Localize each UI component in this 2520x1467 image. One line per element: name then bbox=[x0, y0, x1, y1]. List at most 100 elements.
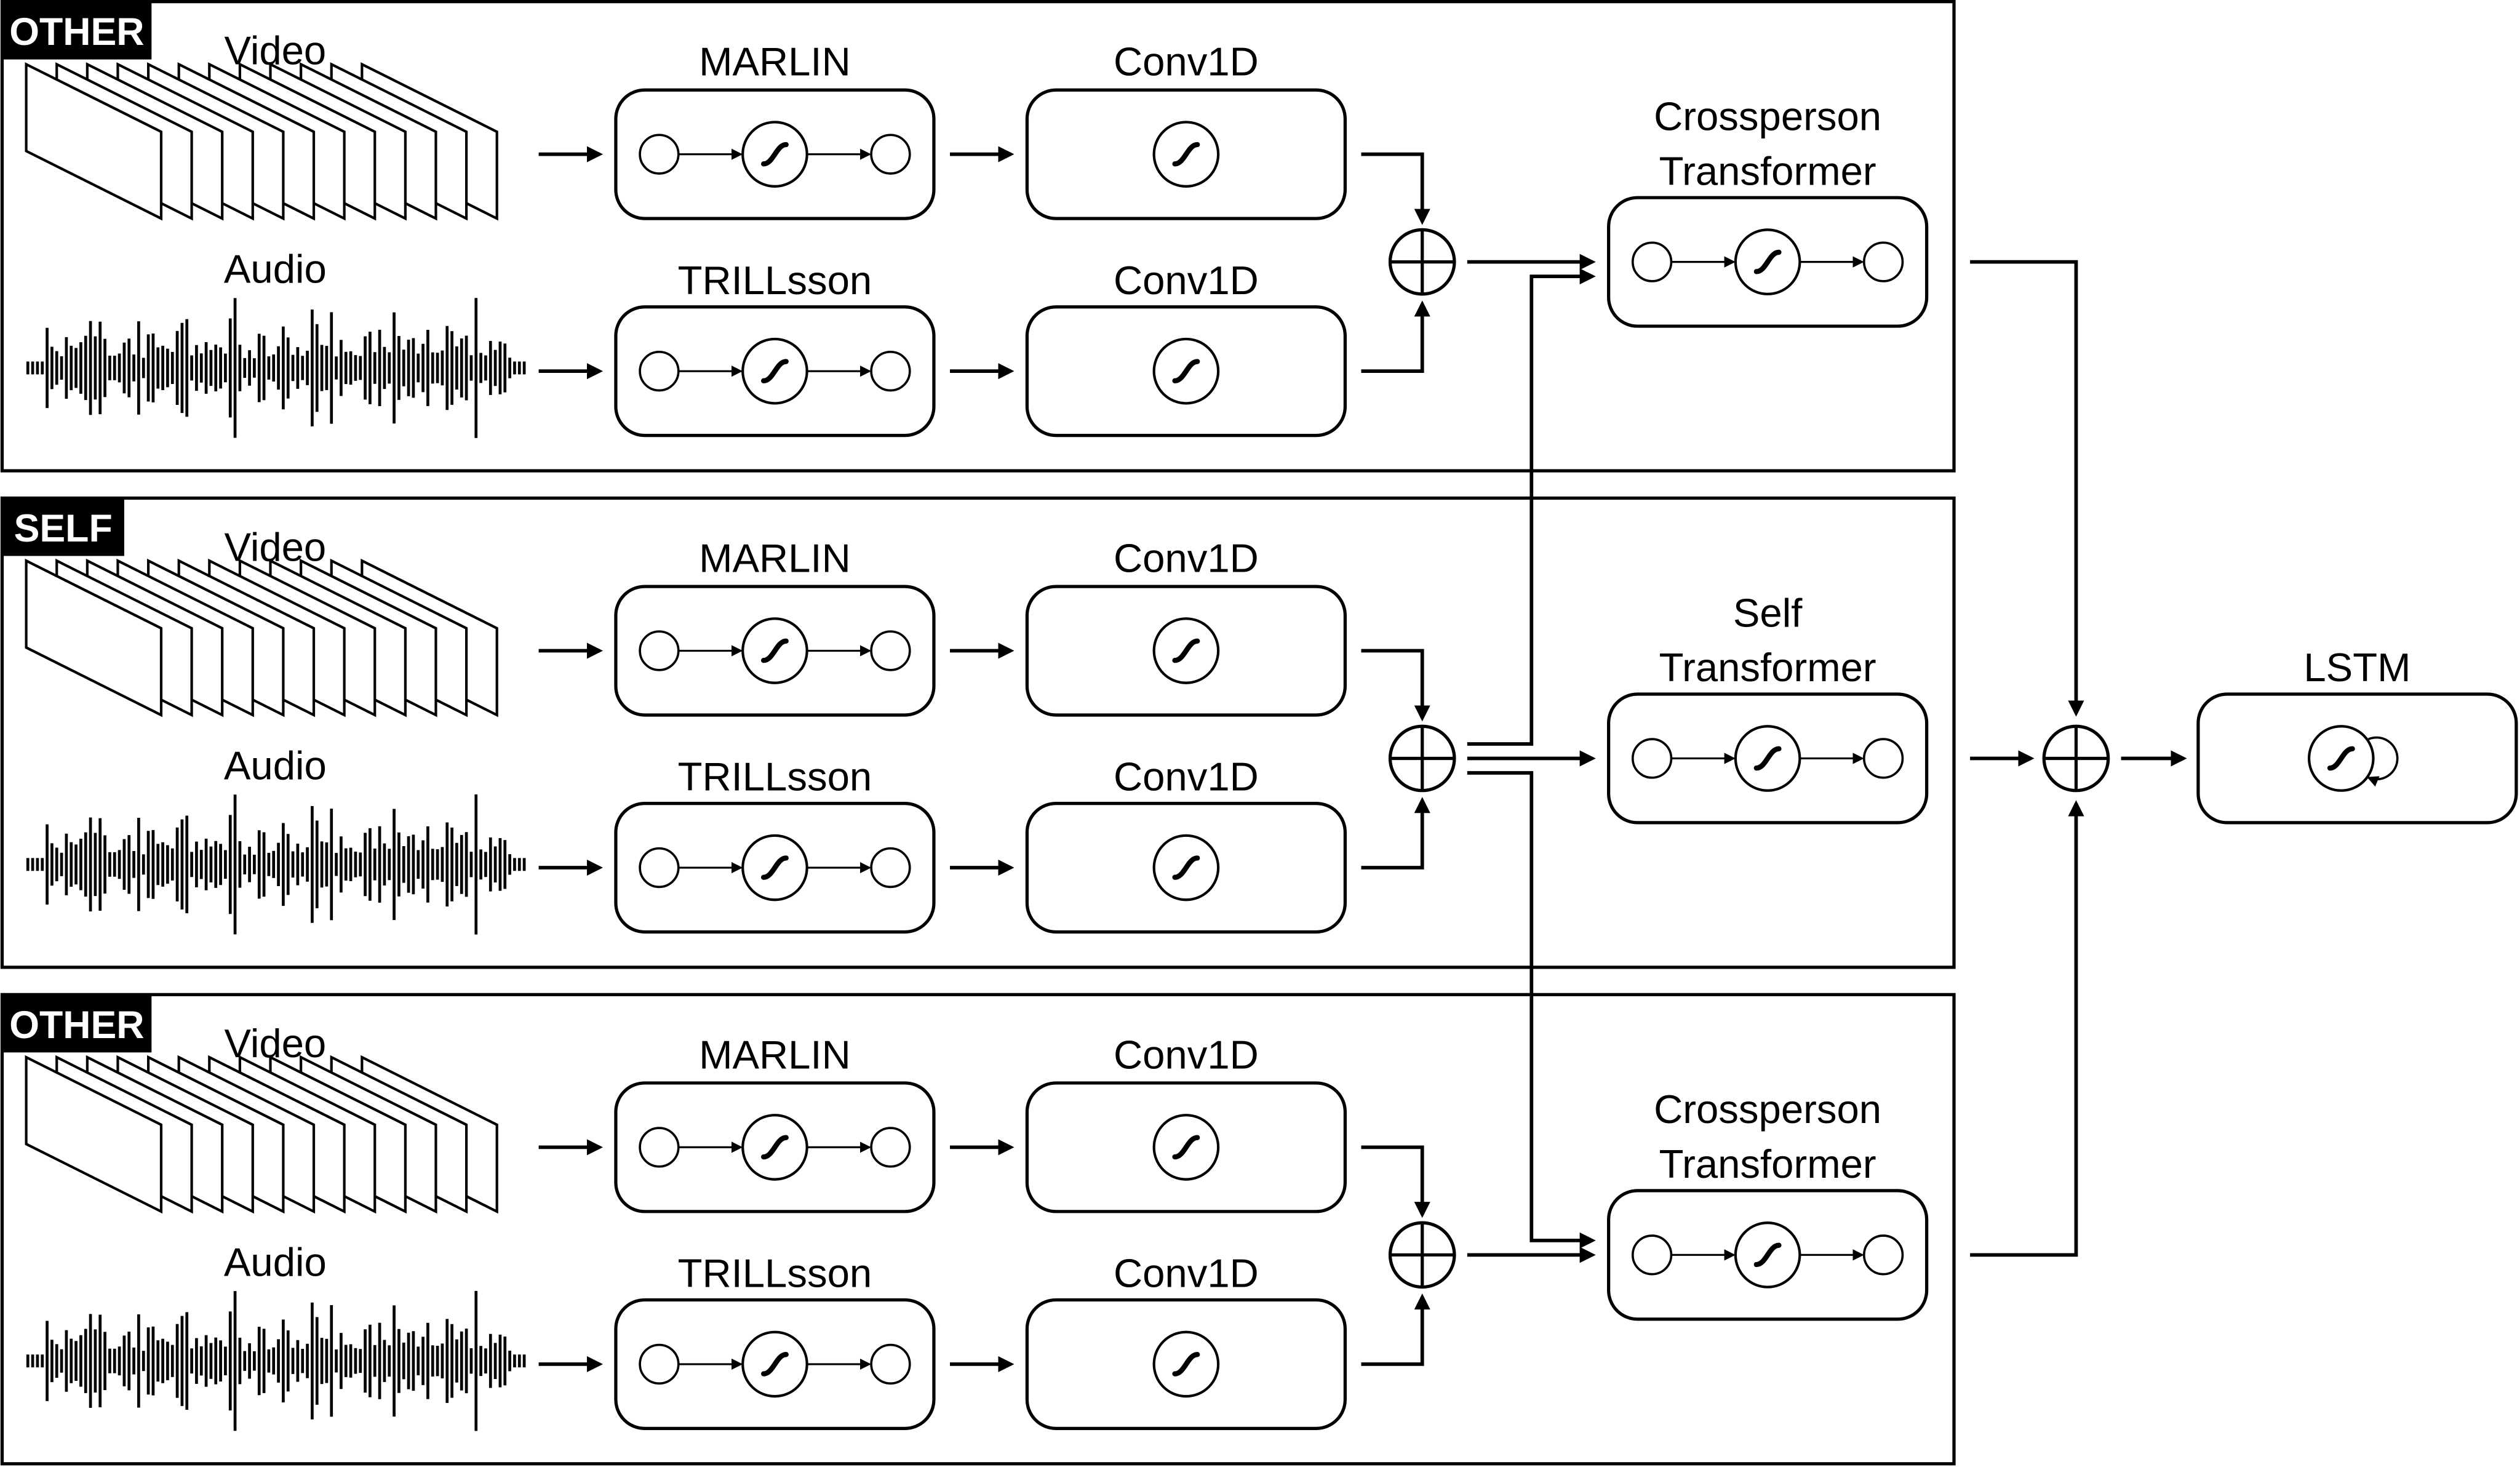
crossperson-to-sum-arrow bbox=[1970, 800, 2084, 1257]
input-node-icon bbox=[1631, 1234, 1673, 1276]
fusion-sum-icon bbox=[1388, 228, 1456, 296]
video-encoder-block bbox=[614, 88, 936, 220]
sigmoid-curve-icon bbox=[760, 142, 789, 167]
input-node-icon bbox=[639, 134, 680, 175]
panel-frame bbox=[0, 993, 1956, 1466]
transformer-block-crossperson bbox=[1607, 196, 1929, 328]
audio-waveform-icon bbox=[26, 1290, 526, 1431]
audio-encoder-block bbox=[614, 305, 936, 438]
input-node-icon bbox=[639, 630, 680, 671]
output-node-icon bbox=[1862, 738, 1904, 779]
audio-encoder-label: TRILLsson bbox=[678, 258, 872, 303]
sigmoid-curve-icon bbox=[1172, 1352, 1200, 1377]
video-frame bbox=[25, 1055, 163, 1214]
video-conv-label: Conv1D bbox=[1114, 536, 1259, 581]
sigmoid-curve-icon bbox=[1753, 1242, 1782, 1268]
output-node-icon bbox=[870, 630, 911, 671]
input-node-icon bbox=[639, 1343, 680, 1385]
panel-tag-background bbox=[2, 498, 124, 556]
sigmoid-curve-icon bbox=[1172, 855, 1200, 880]
panel-tag: OTHER bbox=[9, 1004, 144, 1047]
transformer-title-line2: Transformer bbox=[1659, 1141, 1876, 1186]
video-conv-block bbox=[1025, 585, 1347, 717]
video-conv-block bbox=[1025, 88, 1347, 220]
video-to-fusion-arrow bbox=[1361, 1145, 1430, 1218]
sigmoid-curve-icon bbox=[2327, 746, 2355, 771]
input-node-icon bbox=[1631, 241, 1673, 282]
panel-frame bbox=[0, 0, 1956, 473]
video-encoder-label: MARLIN bbox=[699, 536, 851, 581]
video-conv-label: Conv1D bbox=[1114, 39, 1259, 84]
sigmoid-curve-icon bbox=[760, 359, 789, 384]
video-frame bbox=[25, 62, 163, 221]
input-node-icon bbox=[639, 351, 680, 392]
sigmoid-curve-icon bbox=[1172, 359, 1200, 384]
audio-encoder-label: TRILLsson bbox=[678, 754, 872, 799]
output-node-icon bbox=[870, 1127, 911, 1168]
sigmoid-curve-icon bbox=[760, 855, 789, 880]
video-encoder-label: MARLIN bbox=[699, 39, 851, 84]
transformer-title-line2: Transformer bbox=[1659, 148, 1876, 193]
input-node-icon bbox=[1631, 738, 1673, 779]
panel-tag-background bbox=[2, 1, 152, 60]
panel-tag: SELF bbox=[14, 507, 113, 550]
output-node-icon bbox=[870, 351, 911, 392]
audio-encoder-block bbox=[614, 1298, 936, 1430]
self-to-crossperson-arrow bbox=[1467, 268, 1596, 746]
audio-label: Audio bbox=[224, 247, 327, 292]
sigmoid-curve-icon bbox=[1753, 746, 1782, 771]
output-node-icon bbox=[870, 134, 911, 175]
audio-waveform-icon bbox=[26, 794, 526, 935]
audio-conv-block bbox=[1025, 1298, 1347, 1430]
video-label: Video bbox=[224, 1021, 326, 1066]
audio-label: Audio bbox=[224, 743, 327, 788]
audio-encoder-block bbox=[614, 801, 936, 934]
video-encoder-block bbox=[614, 585, 936, 717]
audio-conv-label: Conv1D bbox=[1114, 754, 1259, 799]
transformer-block-crossperson bbox=[1607, 1189, 1929, 1321]
video-conv-block bbox=[1025, 1081, 1347, 1213]
panel-other: OTHER bbox=[0, 993, 1956, 1466]
video-conv-label: Conv1D bbox=[1114, 1032, 1259, 1077]
crossperson-to-sum-arrow bbox=[1970, 260, 2084, 717]
video-to-fusion-arrow bbox=[1361, 649, 1430, 722]
sigmoid-curve-icon bbox=[1753, 249, 1782, 274]
video-label: Video bbox=[224, 524, 326, 569]
panel-tag: OTHER bbox=[9, 10, 144, 54]
video-encoder-label: MARLIN bbox=[699, 1032, 851, 1077]
panel-self: SELF bbox=[0, 496, 1956, 969]
audio-conv-block bbox=[1025, 305, 1347, 438]
sigmoid-curve-icon bbox=[760, 1135, 789, 1160]
sigmoid-curve-icon bbox=[760, 1352, 789, 1377]
audio-to-fusion-arrow bbox=[1361, 1293, 1430, 1366]
video-frames-icon bbox=[25, 558, 498, 718]
output-node-icon bbox=[1862, 241, 1904, 282]
audio-conv-label: Conv1D bbox=[1114, 1251, 1259, 1296]
panel-other: OTHER bbox=[0, 0, 1956, 473]
lstm-block bbox=[2196, 692, 2518, 825]
audio-conv-label: Conv1D bbox=[1114, 258, 1259, 303]
input-node-icon bbox=[639, 847, 680, 889]
audio-to-fusion-arrow bbox=[1361, 797, 1430, 869]
video-to-fusion-arrow bbox=[1361, 152, 1430, 225]
final-sum-icon bbox=[2042, 724, 2110, 793]
transformer-title-line1: Self bbox=[1733, 590, 1803, 635]
sigmoid-curve-icon bbox=[760, 638, 789, 663]
sigmoid-curve-icon bbox=[1172, 142, 1200, 167]
input-node-icon bbox=[639, 1127, 680, 1168]
audio-to-fusion-arrow bbox=[1361, 300, 1430, 374]
audio-label: Audio bbox=[224, 1239, 327, 1284]
panel-frame bbox=[0, 496, 1956, 969]
panel-tag-background bbox=[2, 994, 152, 1053]
sigmoid-curve-icon bbox=[1172, 638, 1200, 663]
recurrent-loop-icon bbox=[2367, 736, 2399, 787]
fusion-sum-icon bbox=[1388, 724, 1456, 793]
video-frames-icon bbox=[25, 62, 498, 221]
transformer-title-line1: Crossperson bbox=[1654, 94, 1881, 139]
transformer-title-line1: Crossperson bbox=[1654, 1087, 1881, 1132]
sigmoid-curve-icon bbox=[1172, 1135, 1200, 1160]
audio-conv-block bbox=[1025, 801, 1347, 934]
video-frame bbox=[25, 558, 163, 718]
output-node-icon bbox=[870, 847, 911, 889]
